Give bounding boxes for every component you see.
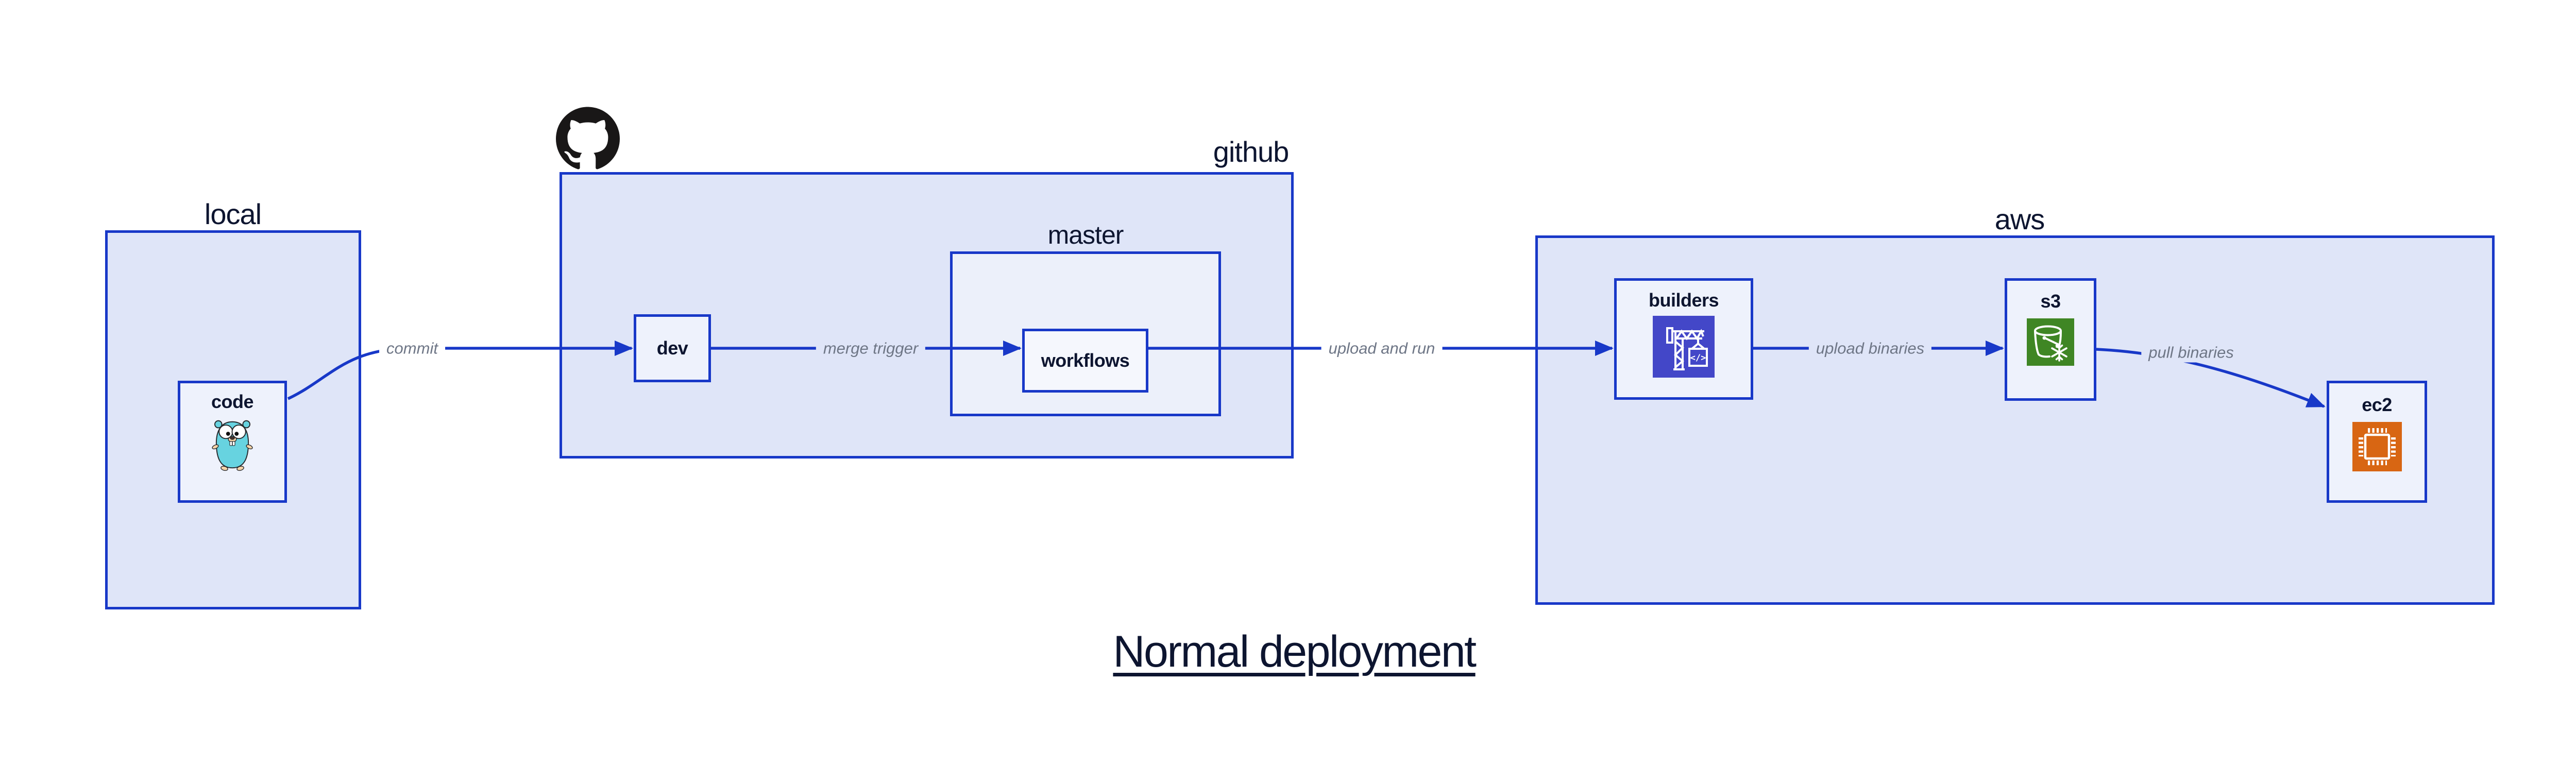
s3-node: s3 bbox=[2005, 278, 2096, 401]
s3-node-label: s3 bbox=[2040, 291, 2061, 312]
aws-section-label: aws bbox=[1994, 203, 2045, 235]
ec2-chip-icon bbox=[2352, 422, 2402, 472]
local-section-label: local bbox=[204, 198, 262, 230]
builders-node-label: builders bbox=[1648, 290, 1719, 311]
dev-node: dev bbox=[634, 314, 711, 382]
edge-label-commit: commit bbox=[379, 338, 445, 359]
edge-commit bbox=[287, 341, 633, 400]
workflows-node: workflows bbox=[1022, 329, 1148, 393]
dev-node-label: dev bbox=[656, 337, 688, 359]
edge-label-upload-and-run: upload and run bbox=[1321, 338, 1443, 359]
github-section-label: github bbox=[1213, 135, 1290, 168]
codebuild-crane-icon: </> bbox=[1653, 316, 1715, 378]
code-node-label: code bbox=[211, 391, 254, 412]
edge-pull-binaries bbox=[2096, 348, 2326, 408]
master-section-label: master bbox=[1047, 220, 1124, 249]
code-glyph: </> bbox=[1690, 353, 1706, 363]
edge-label-pull-binaries: pull binaries bbox=[2141, 342, 2241, 363]
ec2-node: ec2 bbox=[2327, 381, 2427, 503]
ec2-node-label: ec2 bbox=[2362, 394, 2392, 415]
edge-label-merge-trigger: merge trigger bbox=[816, 338, 926, 359]
code-node: code bbox=[178, 381, 287, 503]
workflows-node-label: workflows bbox=[1041, 350, 1130, 371]
go-gopher-icon bbox=[212, 420, 253, 471]
github-octocat-logo bbox=[556, 106, 620, 170]
builders-node: builders </> bbox=[1614, 278, 1753, 400]
edge-label-upload-binaries: upload binaries bbox=[1808, 338, 1932, 359]
diagram-title: Normal deployment bbox=[1113, 627, 1477, 676]
s3-glacier-bucket-icon bbox=[2027, 318, 2074, 366]
